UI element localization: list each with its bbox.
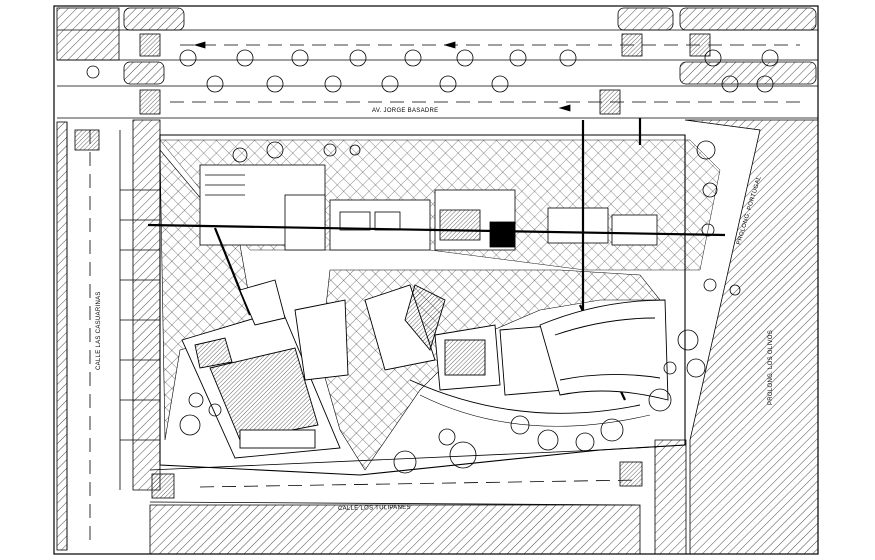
- avenue-trees: [86, 49, 779, 93]
- plaza-trees: [179, 140, 741, 474]
- central-buildings: [239, 279, 566, 396]
- site-boundary: [159, 134, 686, 476]
- top-avenue: [57, 29, 818, 119]
- hatched-blocks: [56, 7, 819, 555]
- upper-buildings: [199, 164, 658, 251]
- curved-wing: [539, 299, 669, 401]
- curved-walkway-inner: [419, 394, 651, 427]
- auditorium: [181, 309, 341, 459]
- curved-walkway: [409, 379, 641, 414]
- left-street: [66, 122, 160, 550]
- bottom-street-label: CALLE LOS TULIPANES: [338, 505, 411, 512]
- right-street-lower-label: PROLONG. LOS OLIVOS: [768, 330, 774, 405]
- top-avenue-label: AV. JORGE BASADRE: [372, 108, 438, 114]
- bottom-street: [149, 444, 687, 506]
- left-street-label: CALLE LAS CASUARINAS: [96, 291, 102, 370]
